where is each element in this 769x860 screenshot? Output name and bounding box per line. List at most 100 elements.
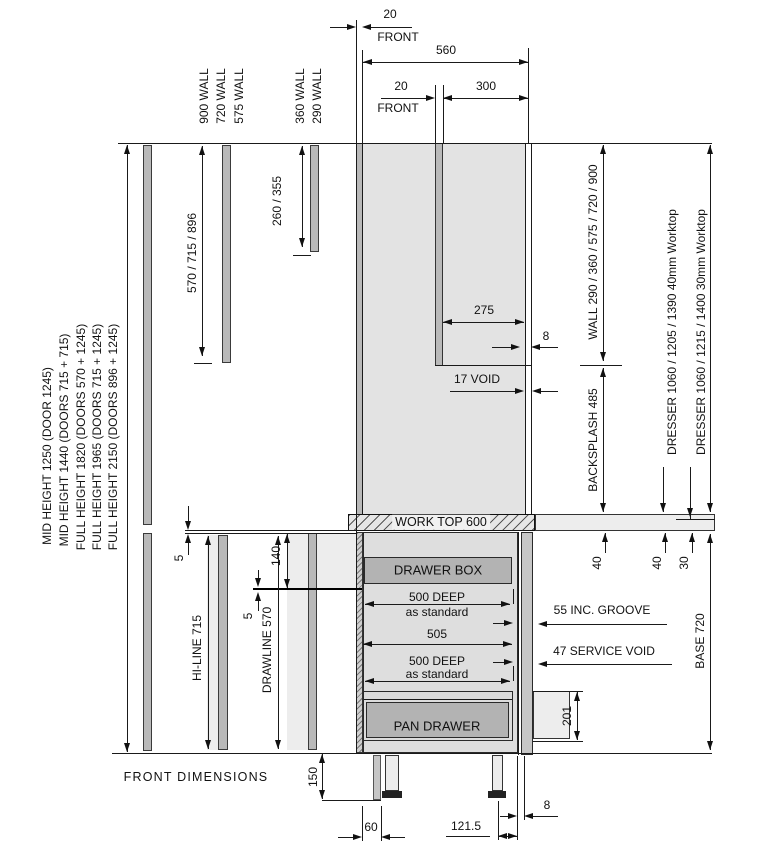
dim-overall-depth: 560 [435,43,457,57]
arrowhead [574,731,580,740]
worktop-level-line-a [185,530,356,531]
dim-line-heights [127,145,128,752]
height-option-label: FULL HEIGHT 1820 (DOORS 570 + 1245) [74,323,88,551]
dim-leg-to-front: 121.5 [450,819,482,833]
dim-line [390,837,405,838]
ext-line [528,48,529,143]
arrowhead [284,579,290,588]
arrowhead [284,534,290,543]
dim-line [500,816,508,817]
dim-leg-setback: 60 [364,820,378,834]
dim-depth-note-2b: as standard [405,667,469,681]
ext-line [362,806,363,841]
arrowhead [504,659,513,665]
dim-line [443,322,524,323]
dim-plinth: 150 [306,766,320,788]
dim-pan-height: 201 [560,705,574,727]
arrowhead [443,319,452,325]
leg-right [492,755,503,791]
base-front-gap-line [518,532,519,755]
arrowhead [707,741,713,750]
arrowhead [707,534,713,543]
arrowhead [660,503,666,512]
arrowhead [363,59,372,65]
hiline-zone-band [207,535,218,750]
wall-unit-label: 900 WALL [197,68,211,124]
wall-unit-label: 720 WALL [214,68,228,124]
arrowhead [689,533,695,542]
arrowhead [600,145,606,154]
dim-tick [513,589,514,604]
dim-line [322,754,323,799]
arrowhead [515,388,524,394]
dim-front-word-2: FRONT [377,101,419,115]
arrowhead [519,59,528,65]
leader-line [493,662,504,663]
arrowhead [353,834,362,840]
worktop-label: WORK TOP 600 [392,514,490,530]
wall-inner-line [362,50,363,515]
arrowhead [501,678,510,684]
dim-front-gap-bottom: 8 [543,798,551,812]
worktop-extension [535,514,715,531]
arrowhead [362,24,371,30]
dim-line [330,27,347,28]
arrowhead [600,503,606,512]
arrowhead [275,536,281,545]
dim-depth-note-1a: 500 DEEP [408,590,466,604]
column-outer-front-line [531,143,532,514]
dim-backsplash: BACKSPLASH 485 [586,388,600,492]
arrowhead [602,533,608,542]
dim-tick [513,666,514,681]
floor-baseline [112,753,712,754]
dim-line [540,347,558,348]
dim-depth-note-2a: 500 DEEP [408,654,466,668]
pan-top-ext-line [533,691,583,692]
dim-dresser-30: DRESSER 1060 / 1215 / 1400 30mm Worktop [694,209,708,455]
arrowhead [707,145,713,154]
leader-line [547,664,672,665]
leg-left [385,755,399,791]
column-front-line [525,143,526,514]
arrowhead [347,24,356,30]
arrowhead [531,344,540,350]
base-front-panel [521,532,533,755]
ext-line [381,806,382,841]
arrowhead [503,641,512,647]
arrowhead [319,790,325,799]
arrowhead [255,592,261,601]
leg-left-foot [382,791,402,798]
arrowhead [504,620,513,626]
dim-worktop-gap: 5 [172,554,186,562]
arrowhead [365,678,374,684]
dim-line [208,536,209,749]
wall-unit-label: 575 WALL [232,68,246,124]
pan-drawer-label: PAN DRAWER [393,718,481,734]
top-reference-line [118,143,712,144]
dim-line [492,347,511,348]
arrowhead [501,601,510,607]
full-height-door-panel-upper [143,145,152,525]
dim-worktop-40-b: 40 [650,556,664,570]
dim-door-heights: 570 / 715 / 896 [185,212,199,294]
worktop-level-line-b [185,533,356,534]
ext-line [443,85,444,143]
dim-line [258,570,259,579]
arrowhead [199,146,205,155]
dim-line [710,145,711,512]
dim-void: 17 VOID [453,372,501,386]
arrowhead [511,344,520,350]
dim-front-gap-2: 20 [394,79,408,93]
dim-line [287,534,288,588]
arrowhead [524,813,533,819]
drawer-front-zone-band [317,533,356,589]
dim-line [665,533,666,553]
wall-unit-bottom-line [435,365,532,366]
drawline-door-bar [308,533,317,750]
arrowhead [185,521,191,530]
arrowhead [365,601,374,607]
dim-line [605,533,606,553]
wall-unit-label: 290 WALL [310,68,324,124]
dim-tick [580,365,622,366]
arrowhead [600,368,606,377]
